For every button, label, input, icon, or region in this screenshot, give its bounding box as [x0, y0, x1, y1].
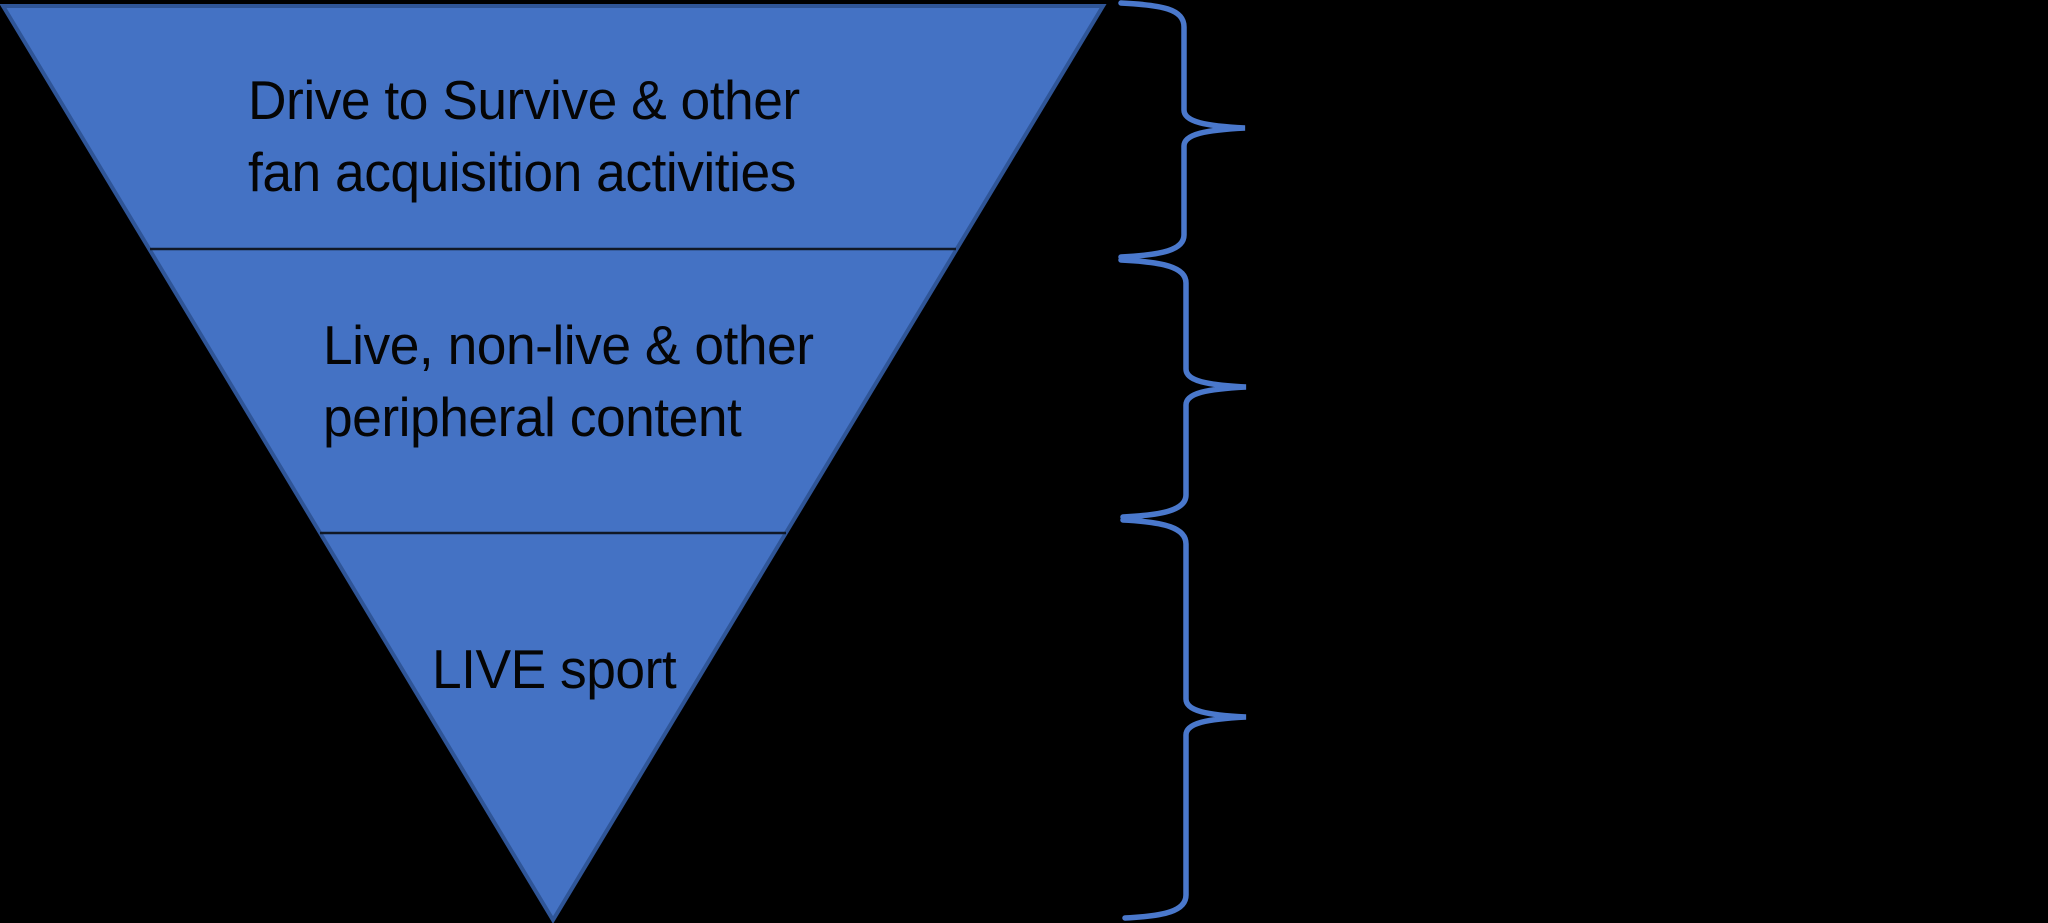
funnel-level-2-line-2: peripheral content	[323, 386, 742, 448]
funnel-triangle	[3, 6, 1103, 920]
funnel-level-label-fan-acquisition: Drive to Survive & other fan acquisition…	[248, 64, 800, 208]
right-curly-brace-icon-middle	[1118, 257, 1247, 520]
funnel-level-label-peripheral-content: Live, non-live & other peripheral conten…	[323, 309, 814, 453]
funnel-level-label-live-sport: LIVE sport	[432, 633, 677, 705]
funnel-level-1-line-2: fan acquisition activities	[248, 141, 796, 203]
funnel-triangle-outline	[0, 4, 1107, 923]
funnel-level-3-line-1: LIVE sport	[432, 638, 677, 700]
funnel-level-2-line-1: Live, non-live & other	[323, 314, 814, 376]
right-curly-brace-icon-top	[1118, 0, 1246, 260]
right-curly-brace-icon-bottom	[1120, 517, 1247, 921]
funnel-level-1-line-1: Drive to Survive & other	[248, 69, 800, 131]
